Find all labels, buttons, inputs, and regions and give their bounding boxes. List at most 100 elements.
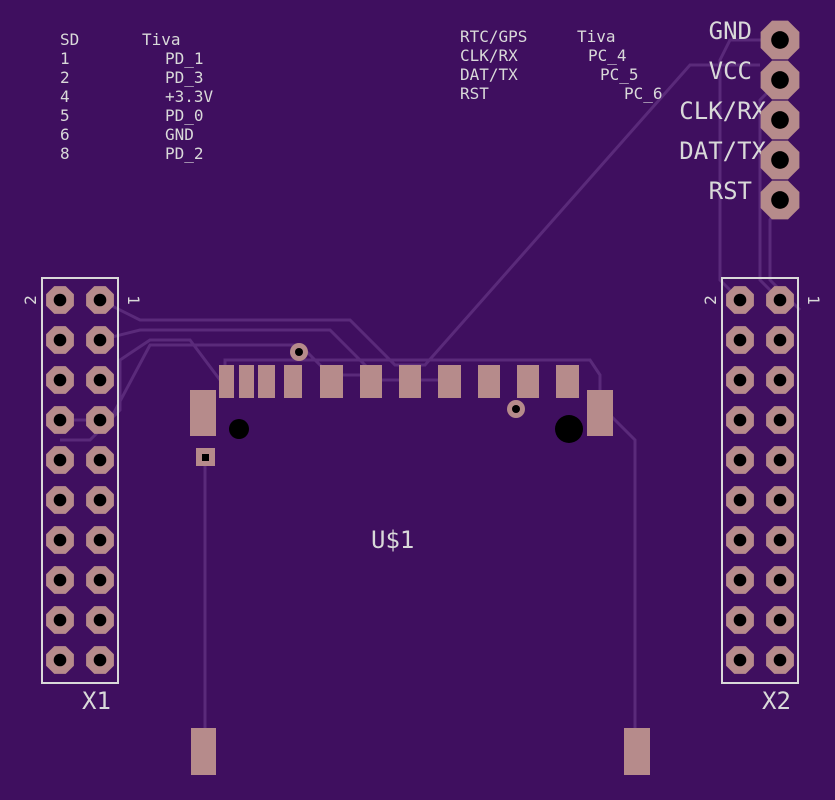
sd-row-pin: 6 bbox=[60, 125, 70, 144]
sd-row-signal: PD_1 bbox=[165, 49, 204, 68]
pad-drill bbox=[53, 333, 67, 347]
through-hole-pad bbox=[766, 646, 794, 674]
smd-pad bbox=[320, 365, 343, 398]
through-hole-pad bbox=[46, 406, 74, 434]
sd-pin-table: SD Tiva 1 PD_1 2 PD_3 4 +3.3V 5 PD_0 6 G… bbox=[60, 30, 214, 163]
rtc-row-tiva: PC_4 bbox=[588, 46, 627, 65]
mounting-hole bbox=[229, 419, 249, 439]
pad-drill bbox=[773, 653, 787, 667]
smd-pad bbox=[438, 365, 461, 398]
pad-drill bbox=[53, 573, 67, 587]
connector-x1-outline bbox=[41, 277, 119, 684]
connector-x2-pads bbox=[726, 286, 794, 674]
header-label-dat-tx: DAT/TX bbox=[679, 137, 766, 165]
pad-drill bbox=[53, 453, 67, 467]
mounting-hole bbox=[555, 415, 583, 443]
through-hole-pad bbox=[86, 286, 114, 314]
x1-pin2-label: 2 bbox=[21, 295, 40, 305]
pad-drill bbox=[773, 453, 787, 467]
pad-drill bbox=[93, 573, 107, 587]
through-hole-pad bbox=[46, 646, 74, 674]
through-hole-pad bbox=[726, 646, 754, 674]
through-hole-pad bbox=[726, 366, 754, 394]
through-hole-pad bbox=[760, 180, 800, 220]
smd-pad bbox=[284, 365, 302, 398]
pad-drill bbox=[93, 293, 107, 307]
through-hole-pad bbox=[86, 446, 114, 474]
header-label-vcc: VCC bbox=[709, 57, 752, 85]
smd-pad bbox=[478, 365, 500, 398]
through-hole-pad bbox=[766, 366, 794, 394]
pad-drill bbox=[53, 413, 67, 427]
rtc-row-signal: RST bbox=[460, 84, 489, 103]
through-hole-pad bbox=[726, 286, 754, 314]
pad-drill bbox=[733, 613, 747, 627]
five-pin-header bbox=[760, 20, 800, 220]
sd-row-pin: 2 bbox=[60, 68, 70, 87]
smd-pad bbox=[239, 365, 254, 398]
pad-drill bbox=[93, 413, 107, 427]
pad-drill bbox=[773, 413, 787, 427]
rtc-header-col1: RTC/GPS bbox=[460, 27, 527, 46]
sd-row-signal: PD_2 bbox=[165, 144, 204, 163]
through-hole-pad bbox=[46, 486, 74, 514]
pad-drill bbox=[771, 151, 789, 169]
smd-pad bbox=[191, 728, 216, 775]
pad-drill bbox=[773, 373, 787, 387]
pad-drill bbox=[773, 293, 787, 307]
connector-x1: 2 1 X1 bbox=[21, 277, 143, 715]
pad-drill bbox=[733, 413, 747, 427]
via-drill bbox=[295, 348, 303, 356]
sd-row-signal: +3.3V bbox=[165, 87, 214, 106]
trace bbox=[718, 38, 780, 302]
through-hole-pad bbox=[766, 526, 794, 554]
pad-drill bbox=[93, 493, 107, 507]
pad-drill bbox=[773, 333, 787, 347]
header-pin-labels: GND VCC CLK/RX DAT/TX RST bbox=[679, 17, 766, 205]
through-hole-pad bbox=[46, 526, 74, 554]
through-hole-pad bbox=[86, 486, 114, 514]
pad-drill bbox=[733, 373, 747, 387]
pad-drill bbox=[733, 533, 747, 547]
smd-pad bbox=[624, 728, 650, 775]
through-hole-pad bbox=[726, 326, 754, 354]
through-hole-pad bbox=[766, 406, 794, 434]
pad-drill bbox=[733, 493, 747, 507]
pad-drill bbox=[53, 293, 67, 307]
rtc-row-tiva: PC_6 bbox=[624, 84, 663, 103]
pad-drill bbox=[733, 333, 747, 347]
x1-name-label: X1 bbox=[82, 687, 111, 715]
pad-drill bbox=[93, 613, 107, 627]
smd-pad bbox=[399, 365, 421, 398]
sd-row-pin: 5 bbox=[60, 106, 70, 125]
through-hole-pad bbox=[46, 566, 74, 594]
through-hole-pad bbox=[760, 140, 800, 180]
through-hole-pad bbox=[766, 446, 794, 474]
pad-drill bbox=[53, 533, 67, 547]
sd-header-col1: SD bbox=[60, 30, 79, 49]
pad-drill bbox=[53, 493, 67, 507]
sd-row-pin: 1 bbox=[60, 49, 70, 68]
rtc-row-signal: CLK/RX bbox=[460, 46, 518, 65]
pad-drill bbox=[53, 613, 67, 627]
pad-drill bbox=[733, 293, 747, 307]
through-hole-pad bbox=[760, 100, 800, 140]
pad-drill bbox=[733, 573, 747, 587]
rtc-row-tiva: PC_5 bbox=[600, 65, 639, 84]
connector-x2-outline bbox=[721, 277, 799, 684]
trace bbox=[99, 63, 760, 367]
through-hole-pad bbox=[726, 446, 754, 474]
through-hole-pad bbox=[726, 486, 754, 514]
through-hole-pad bbox=[766, 566, 794, 594]
via-drill bbox=[202, 454, 209, 461]
through-hole-pad bbox=[726, 406, 754, 434]
pad-drill bbox=[773, 573, 787, 587]
through-hole-pad bbox=[766, 486, 794, 514]
sd-socket-pads bbox=[190, 343, 650, 775]
smd-pad bbox=[258, 365, 275, 398]
through-hole-pad bbox=[86, 406, 114, 434]
pad-drill bbox=[93, 653, 107, 667]
through-hole-pad bbox=[726, 566, 754, 594]
through-hole-pad bbox=[86, 326, 114, 354]
